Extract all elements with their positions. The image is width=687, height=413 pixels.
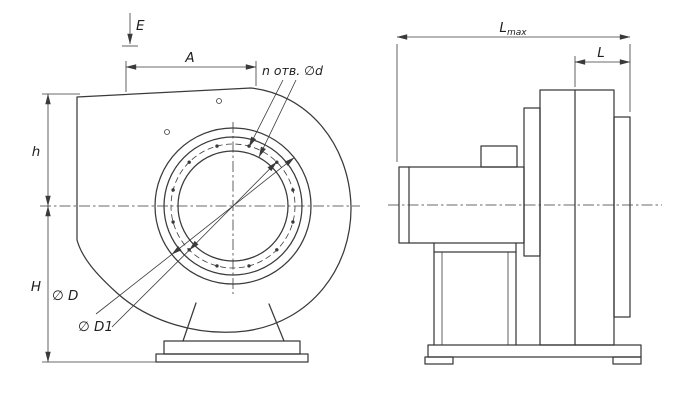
flange-inner-circle (163, 136, 303, 276)
dim-label-lmax-subscript: max (507, 28, 527, 38)
dim-label-diameter-d1: ∅ D1 (78, 319, 113, 335)
leader-tail-diameter-d1 (111, 249, 190, 328)
bolt-hole-dot (275, 248, 279, 252)
casing-screw-hole (164, 129, 170, 135)
dim-label-h: h (32, 144, 41, 160)
leader-holes-1 (248, 79, 284, 148)
bolt-hole-dot (215, 264, 219, 268)
leader-holes-2 (258, 79, 297, 158)
motor-terminal-box (480, 145, 518, 168)
dim-label-a: A (184, 50, 194, 66)
dim-label-lmax: Lmax (499, 20, 527, 38)
pedestal-left-leg (182, 302, 197, 342)
motor-mounting-plate (523, 107, 541, 257)
bolt-hole-dot (171, 188, 175, 192)
dim-line-diameter-d1 (189, 161, 277, 251)
dim-label-cap-h: H (31, 279, 41, 295)
inlet-flange-side (613, 116, 631, 318)
leader-tail-diameter-d (95, 254, 173, 315)
base-plate-side (427, 344, 642, 358)
bolt-circle-dashed (170, 143, 296, 269)
volute-casing-outline (76, 87, 352, 333)
bolt-hole-dot (247, 264, 251, 268)
holes-note-label: n отв. ∅d (262, 63, 323, 78)
bolt-hole-dot (291, 220, 295, 224)
bolt-hole-dot (215, 144, 219, 148)
casing-screw-hole (216, 98, 222, 104)
bolt-hole-dot (291, 188, 295, 192)
flange-outer-circle (154, 127, 312, 285)
base-foot-left (424, 356, 454, 365)
front-view: E A h H ∅ D ∅ D1 n отв. ∅d (31, 13, 360, 363)
fan-housing-side (539, 89, 615, 346)
view-label-e: E (136, 18, 145, 34)
base-plate-front (163, 340, 301, 355)
side-view: Lmax L (388, 20, 662, 365)
dim-label-diameter-d: ∅ D (52, 288, 78, 304)
bolt-hole-dot (171, 220, 175, 224)
base-foot-right (612, 356, 642, 365)
bolt-hole-dot (187, 160, 191, 164)
base-foot-front (155, 353, 309, 363)
dim-label-lmax-base: L (499, 20, 507, 36)
dim-label-l: L (597, 45, 605, 61)
pedestal-right-leg (268, 303, 285, 342)
